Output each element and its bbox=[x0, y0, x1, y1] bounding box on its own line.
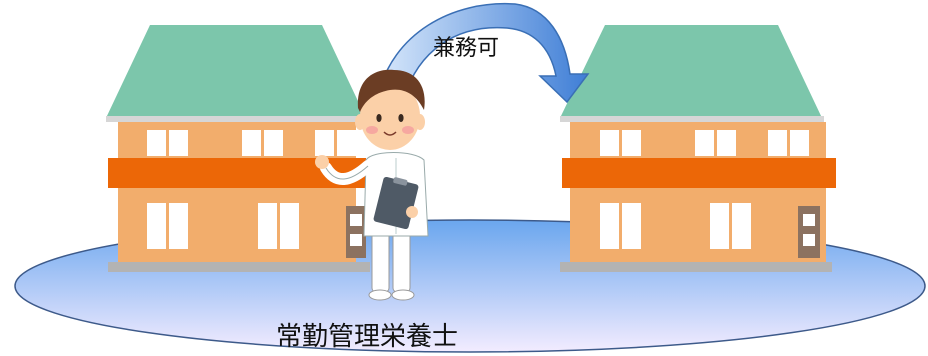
transfer-arrow bbox=[377, 2, 590, 104]
house-right-band bbox=[562, 158, 836, 188]
house-left-upper-windows bbox=[147, 130, 356, 156]
dietitian-hair bbox=[357, 69, 425, 112]
house-right-eave bbox=[560, 116, 824, 122]
transfer-arrow-body bbox=[377, 2, 590, 104]
house-right-lower-windows bbox=[600, 203, 751, 249]
house-left-roof bbox=[106, 25, 366, 118]
dietitian-figure bbox=[315, 69, 429, 301]
house-left-door bbox=[346, 206, 366, 258]
house-right-door bbox=[798, 206, 820, 258]
house-left-eave bbox=[106, 116, 368, 122]
house-right-roof bbox=[560, 25, 822, 118]
house-right-upper-windows bbox=[600, 130, 809, 156]
house-left-base bbox=[108, 262, 370, 272]
house-left-lower-windows bbox=[147, 203, 299, 249]
clipboard bbox=[373, 176, 419, 230]
arrow-label: 兼務可 bbox=[433, 36, 500, 61]
house-right bbox=[560, 25, 836, 272]
house-left bbox=[106, 25, 370, 272]
dietitian-label: 常勤管理栄養士 bbox=[276, 322, 459, 352]
house-right-base bbox=[560, 262, 832, 272]
